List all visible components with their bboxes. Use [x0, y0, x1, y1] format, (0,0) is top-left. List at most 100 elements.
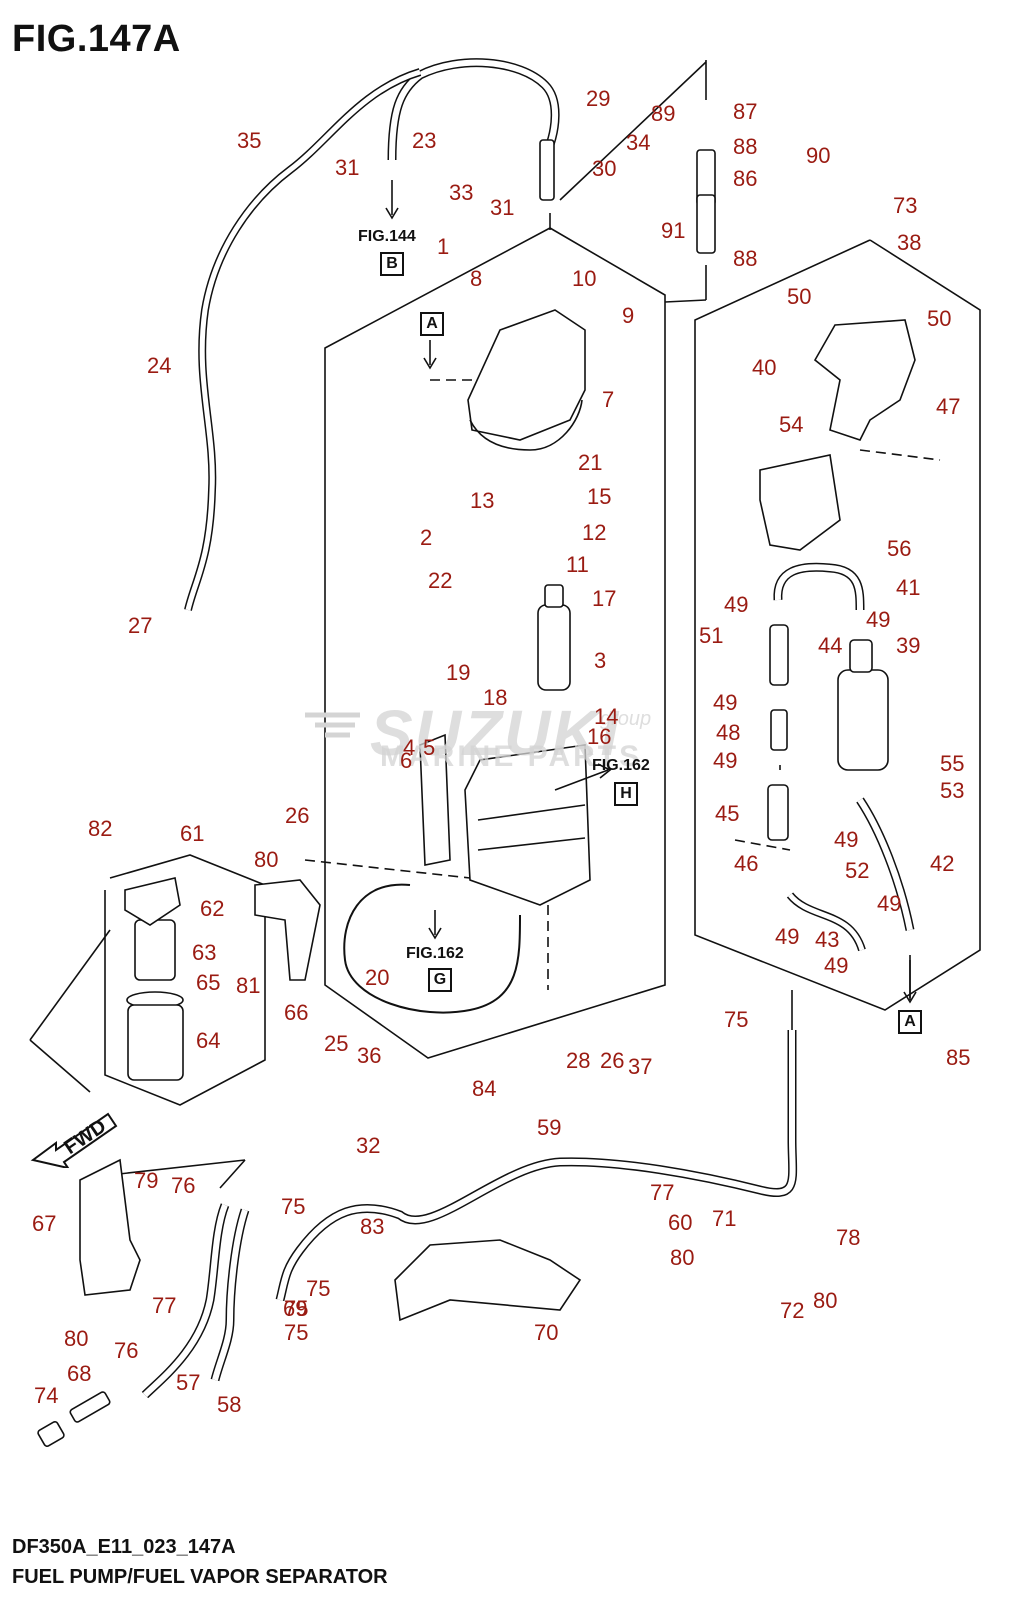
callout: 44 [818, 633, 843, 658]
callout: 69 [283, 1296, 308, 1321]
callout: 60 [668, 1210, 693, 1235]
callout: 55 [940, 751, 965, 776]
callout: 47 [936, 394, 961, 419]
ref-box-h: H [614, 782, 638, 806]
callout: 75 [724, 1007, 749, 1032]
mount-bracket-40 [813, 319, 916, 441]
callout: 61 [180, 821, 205, 846]
callout: 4 [403, 735, 416, 760]
callout: 80 [813, 1288, 838, 1313]
callout: 13 [470, 488, 495, 513]
callout: 91 [661, 218, 686, 243]
callout: 9 [622, 303, 635, 328]
callout: 90 [806, 143, 831, 168]
callout: 3 [594, 648, 607, 673]
callout: 83 [360, 1214, 385, 1239]
callout: 73 [893, 193, 918, 218]
callout: 27 [128, 613, 153, 638]
callout: 14 [594, 704, 619, 729]
marker-a-top: A [420, 312, 444, 336]
callout: 53 [940, 778, 965, 803]
callout: 70 [534, 1320, 559, 1345]
cover-67 [79, 1158, 141, 1296]
ref-box-b: B [380, 252, 404, 276]
watermark-logo-icon [305, 712, 360, 738]
callout: 49 [877, 891, 902, 916]
callout: 12 [582, 520, 607, 545]
callout: 41 [896, 575, 921, 600]
callout: 64 [196, 1028, 221, 1053]
callout: 81 [236, 973, 261, 998]
callout: 82 [88, 816, 113, 841]
callout: 88 [733, 134, 758, 159]
callout: 19 [446, 660, 471, 685]
callout: 49 [866, 607, 891, 632]
callout: 24 [147, 353, 172, 378]
callout: 89 [651, 101, 676, 126]
callout: 29 [586, 86, 611, 111]
callout: 23 [412, 128, 437, 153]
callout: 30 [592, 156, 617, 181]
callout: 79 [134, 1168, 159, 1193]
figure-title: FIG.147A [12, 18, 181, 60]
callout: 68 [67, 1361, 92, 1386]
callout: 51 [699, 623, 724, 648]
callout: 36 [357, 1043, 382, 1068]
fig-ref-162-h[interactable]: FIG.162 [592, 757, 650, 774]
callout: 31 [335, 155, 360, 180]
callout: 31 [490, 195, 515, 220]
callout: 52 [845, 858, 870, 883]
callout: 77 [650, 1180, 675, 1205]
vent-hose-24 [184, 68, 422, 611]
callout: 75 [284, 1296, 309, 1321]
callout: 80 [670, 1245, 695, 1270]
callout: 65 [196, 970, 221, 995]
callout: 42 [930, 851, 955, 876]
drawing-code: DF350A_E11_023_147A [12, 1536, 236, 1558]
callout: 28 [566, 1048, 591, 1073]
callout: 75 [284, 1320, 309, 1345]
callout: 5 [423, 735, 436, 760]
callout: 35 [237, 128, 262, 153]
callout: 84 [472, 1076, 497, 1101]
callout: 85 [946, 1045, 971, 1070]
callout: 58 [217, 1392, 242, 1417]
fig-ref-162-g[interactable]: FIG.162 [406, 945, 464, 962]
ref-box-g: G [428, 968, 452, 992]
marker-a-bottom: A [898, 1010, 922, 1034]
callout: 21 [578, 450, 603, 475]
watermark-line3: group [600, 708, 652, 730]
callout: 88 [733, 246, 758, 271]
callout: 54 [779, 412, 804, 437]
callout: 57 [176, 1370, 201, 1395]
callout: 37 [628, 1054, 653, 1079]
callout: 16 [587, 724, 612, 749]
drain-hose-20 [343, 883, 521, 1014]
callout: 49 [713, 748, 738, 773]
callout: 59 [537, 1115, 562, 1140]
callout: 49 [775, 924, 800, 949]
callout: 15 [587, 484, 612, 509]
fig-ref-144[interactable]: FIG.144 [358, 228, 416, 245]
callout: 56 [887, 536, 912, 561]
callout: 39 [896, 633, 921, 658]
callout: 72 [780, 1298, 805, 1323]
separator-cover [467, 309, 586, 441]
callout: 62 [200, 896, 225, 921]
bracket-70 [394, 1239, 582, 1322]
callout: 50 [927, 306, 952, 331]
callout: 63 [192, 940, 217, 965]
callout: 45 [715, 801, 740, 826]
callout: 87 [733, 99, 758, 124]
callout: 76 [171, 1173, 196, 1198]
callout: 25 [324, 1031, 349, 1056]
callout: 32 [356, 1133, 381, 1158]
callout: 86 [733, 166, 758, 191]
callout: 80 [64, 1326, 89, 1351]
callout: 20 [365, 965, 390, 990]
separator-tank [464, 744, 591, 906]
right-assembly-frame [694, 239, 981, 1011]
callout: 8 [470, 266, 483, 291]
callout: 49 [724, 592, 749, 617]
